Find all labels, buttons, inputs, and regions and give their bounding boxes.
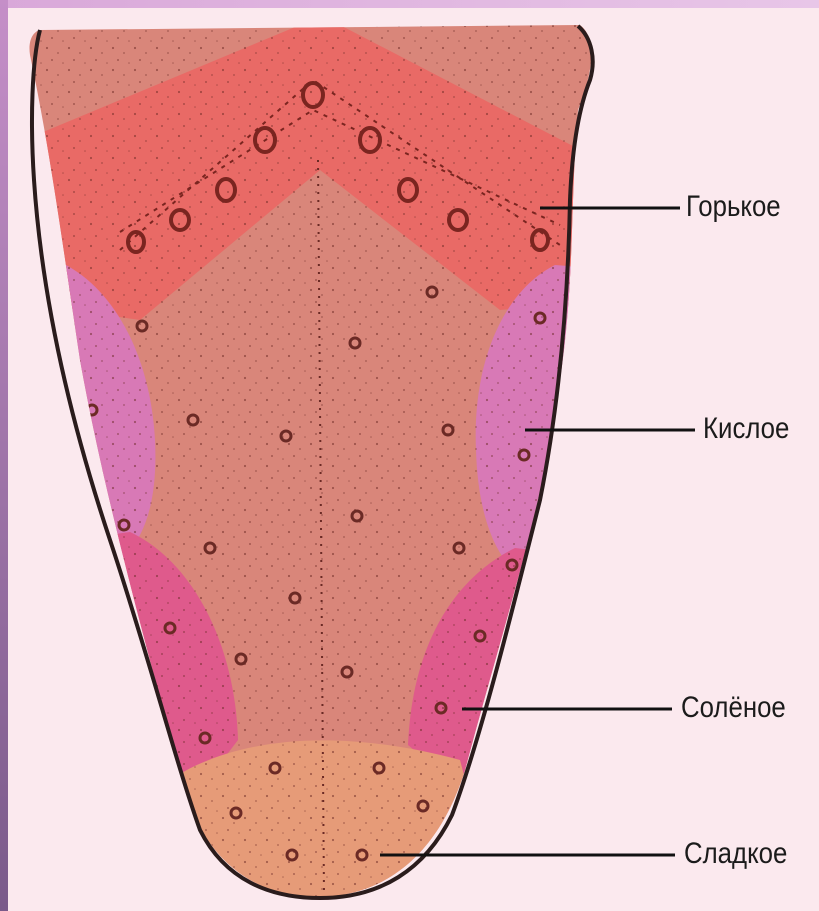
label-sour: Кислое [703, 412, 789, 446]
label-sweet: Сладкое [684, 837, 787, 871]
label-bitter: Горькое [686, 190, 781, 224]
label-salty: Солёное [681, 691, 786, 725]
